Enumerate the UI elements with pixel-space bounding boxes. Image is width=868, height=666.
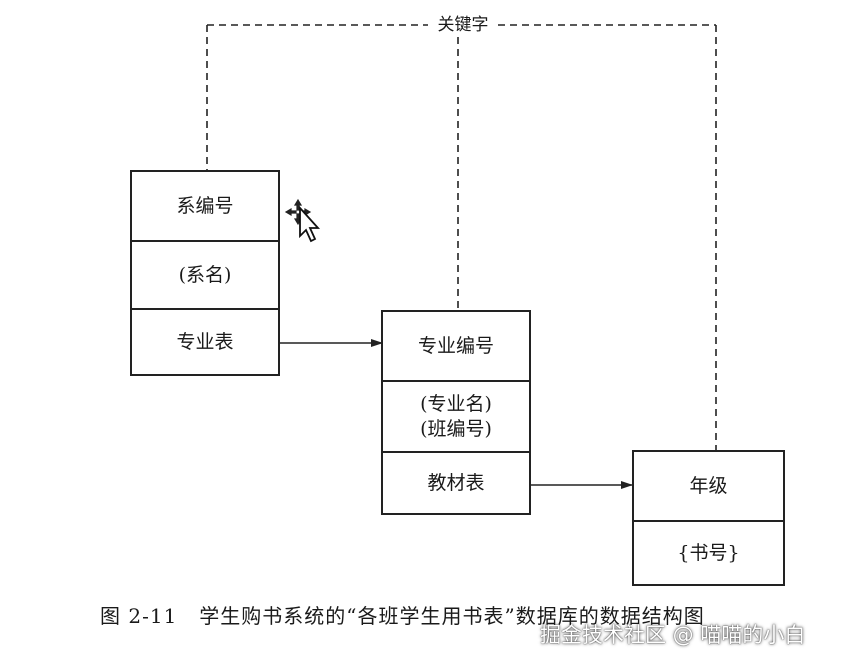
textbook-table-cell: 教材表 bbox=[383, 451, 529, 513]
keyword-dashed-lines bbox=[206, 24, 717, 450]
department-id-cell: 系编号 bbox=[176, 194, 234, 217]
figure-number: 图 2-11 bbox=[100, 604, 178, 628]
watermark-text: 掘金技术社区 @ 喵喵的小白 bbox=[540, 623, 806, 647]
grade-cell: 年级 bbox=[689, 474, 728, 497]
major-record-box: 专业编号 (专业名) (班编号) 教材表 bbox=[381, 310, 531, 515]
department-record-box: 系编号 (系名) 专业表 bbox=[130, 170, 280, 376]
figure-caption: 图 2-11 学生购书系统的“各班学生用书表”数据库的数据结构图 bbox=[100, 600, 705, 629]
move-cursor-icon bbox=[284, 198, 321, 243]
major-id-cell: 专业编号 bbox=[417, 334, 494, 357]
grade-record-box: 年级 {书号} bbox=[632, 450, 785, 586]
major-name-class-id-cell: (专业名) (班编号) bbox=[383, 380, 529, 451]
major-table-cell: 专业表 bbox=[132, 308, 278, 374]
keyword-label: 关键字 bbox=[428, 14, 498, 36]
figure-title: 学生购书系统的“各班学生用书表”数据库的数据结构图 bbox=[199, 604, 705, 628]
book-id-cell: {书号} bbox=[634, 520, 783, 584]
department-name-cell: (系名) bbox=[132, 240, 278, 308]
